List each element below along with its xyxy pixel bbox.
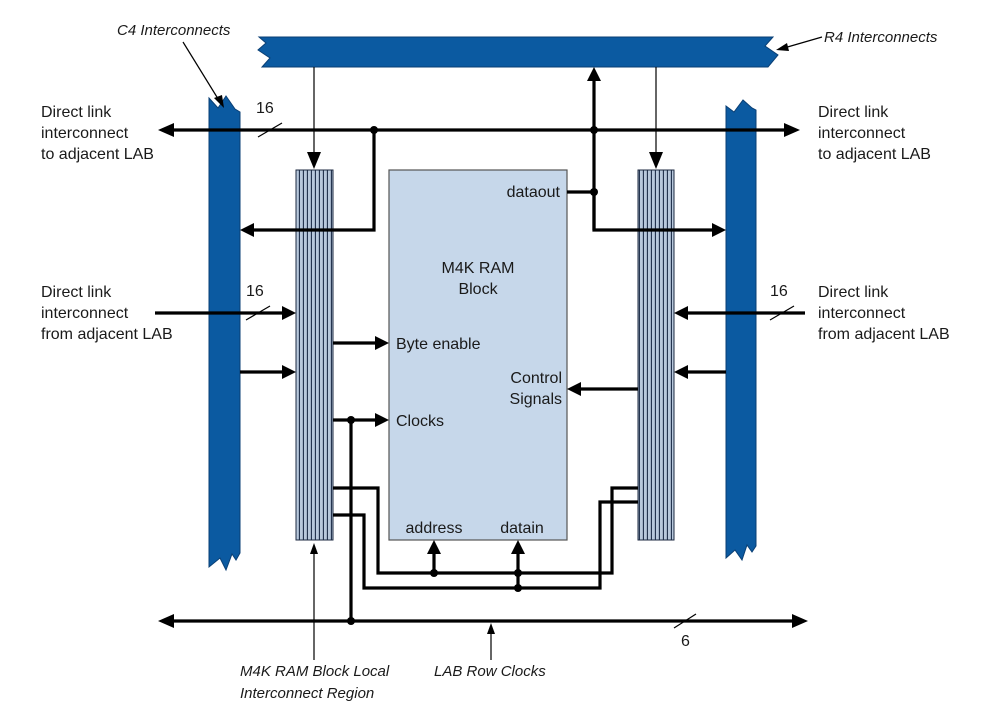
arrowhead [307,152,321,169]
direct-link-from-left-line2: interconnect [41,305,129,322]
arrowhead [649,152,663,169]
direct-link-from-right-line3: from adjacent LAB [818,326,950,343]
arrowhead [282,306,296,320]
local-region-label-line2: Interconnect Region [240,685,374,702]
local-region-label-line1: M4K RAM Block Local [240,663,390,680]
junction-dot [514,569,522,577]
c4-interconnects-label: C4 Interconnects [117,22,231,39]
block-title-line2: Block [458,281,498,298]
junction-dot [514,584,522,592]
local-interconnect-region-left [295,169,334,541]
clocks-label: Clocks [396,413,444,430]
bus-width-slash [673,613,697,629]
byte-enable-label: Byte enable [396,336,481,353]
arrowhead [674,365,688,379]
control-signals-line1: Control [510,370,562,387]
lab-row-clocks-label: LAB Row Clocks [434,663,546,680]
direct-link-to-right-line1: Direct link [818,104,889,121]
arrowhead [375,413,389,427]
arrowhead [511,540,525,554]
direct-link-to-left-line2: interconnect [41,125,129,142]
bus-width-slash [257,122,283,138]
arrowhead [487,623,495,634]
datain-path-left [333,500,638,590]
datain-label: datain [500,520,544,537]
r4-interconnects-label: R4 Interconnects [824,29,938,46]
block-title-line1: M4K RAM [442,260,515,277]
direct-link-from-right-line1: Direct link [818,284,889,301]
arrowhead [310,543,318,554]
control-signals-line2: Signals [510,391,562,408]
c4-interconnect-bus-right [725,99,757,562]
left-feedback-wire [250,130,376,232]
address-path-left [333,486,638,575]
arrowhead [712,223,726,237]
arrowhead [158,614,174,628]
arrowhead [674,306,688,320]
c4-interconnect-bus-left [208,95,241,572]
direct-link-to-right-line2: interconnect [818,125,906,142]
r4-callout-leader [783,36,823,49]
bus-width-slash [769,305,795,321]
local-interconnect-region-right [637,169,675,541]
arrowhead [375,336,389,350]
direct-link-from-left-line1: Direct link [41,284,112,301]
address-label: address [406,520,463,537]
c4-callout-leader [182,41,221,103]
arrowhead-left-out [158,123,174,137]
arrowhead [567,382,581,396]
arrowhead [427,540,441,554]
arrowhead [240,223,254,237]
bus-width-bottom: 6 [681,633,690,650]
direct-link-from-left-line3: from adjacent LAB [41,326,173,343]
arrowhead [587,67,601,81]
junction-dot [430,569,438,577]
direct-link-from-right-line2: interconnect [818,305,906,322]
direct-link-to-left-line1: Direct link [41,104,112,121]
bus-width-top: 16 [256,100,274,117]
bus-width-left: 16 [246,283,264,300]
dataout-label: dataout [507,184,561,201]
r4-interconnect-bus [257,36,779,68]
arrowhead [282,365,296,379]
arrowhead [792,614,808,628]
dataout-to-c4-right-wire [592,192,716,232]
arrowhead [776,43,789,51]
direct-link-to-right-line3: to adjacent LAB [818,146,931,163]
arrowhead [214,95,224,108]
arrowhead-right-out [784,123,800,137]
bus-width-right: 16 [770,283,788,300]
direct-link-to-left-line3: to adjacent LAB [41,146,154,163]
m4k-ram-block [388,169,568,541]
bus-width-slash [245,305,271,321]
